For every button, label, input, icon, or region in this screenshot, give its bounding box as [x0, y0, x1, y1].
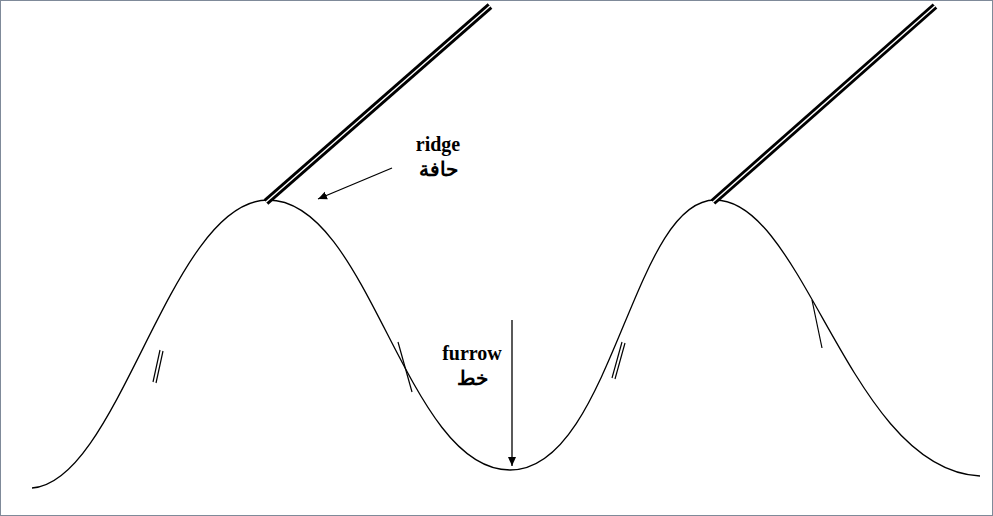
- furrow-leader: [511, 320, 512, 466]
- slope-ticks: [153, 300, 822, 392]
- part-label: furrow: [440, 342, 504, 365]
- part-label-arabic: خط: [455, 367, 490, 390]
- part-label: ridge: [414, 133, 462, 156]
- part-label-arabic: حافة: [417, 158, 460, 181]
- soil-profile-curve: [32, 200, 980, 488]
- ridge-leader: [318, 168, 392, 199]
- plough-blades: [266, 6, 935, 202]
